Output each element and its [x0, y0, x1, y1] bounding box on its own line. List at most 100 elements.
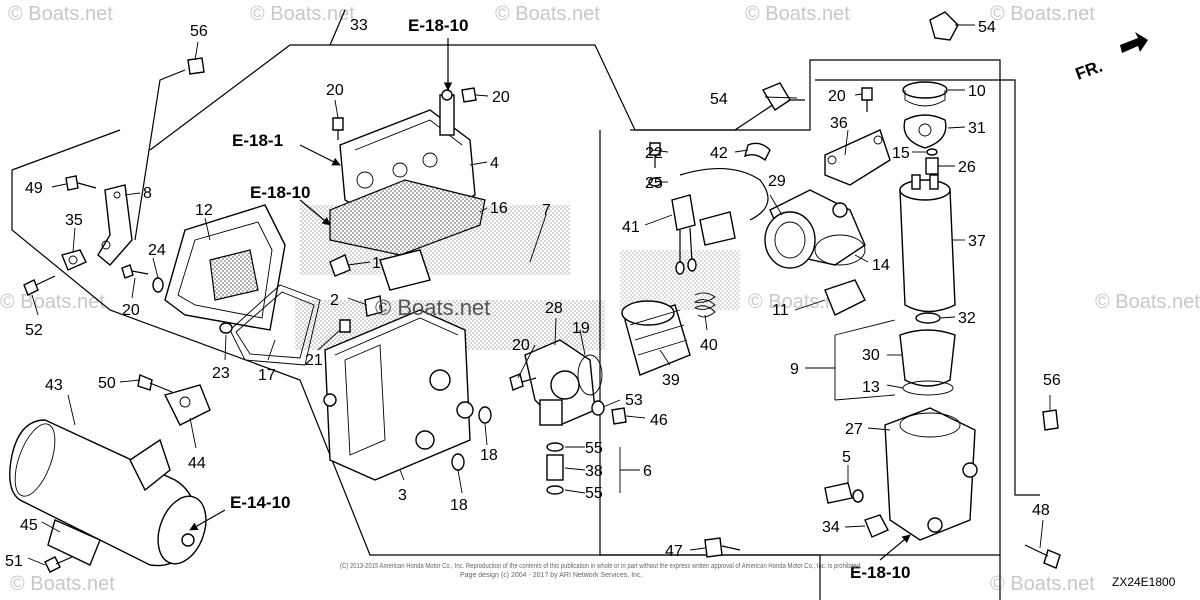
svg-text:© Boats.net: © Boats.net: [250, 3, 355, 25]
label-7: 7: [542, 202, 551, 219]
ref-e1410: E-14-10: [230, 493, 290, 512]
svg-text:© Boats.net: © Boats.net: [990, 3, 1095, 25]
fitting-34: [864, 514, 889, 538]
fuel-pump-37: [899, 174, 956, 313]
bolt-47: [704, 537, 741, 558]
reference-callouts: E-18-10 E-18-1 E-18-10 E-14-10 E-18-10: [230, 16, 910, 582]
label-27: 27: [845, 421, 863, 438]
label-25: 25: [645, 175, 663, 192]
label-44: 44: [188, 455, 206, 472]
label-13: 13: [862, 379, 880, 396]
base-27: [884, 407, 978, 541]
leader-lines: [27, 24, 1051, 566]
label-47: 47: [665, 543, 683, 560]
fuel-filter-canister: [9, 419, 207, 567]
label-56-left: 56: [190, 23, 208, 40]
washer-24: [152, 277, 164, 293]
ref-arrow-e181: [299, 144, 341, 166]
fitting-5: [824, 482, 864, 504]
label-35: 35: [65, 212, 83, 229]
diagram-code: ZX24E1800: [1112, 575, 1176, 589]
ref-e181: E-18-1: [232, 131, 283, 150]
dowel-23: [219, 322, 233, 334]
svg-text:© Boats.net: © Boats.net: [0, 291, 105, 313]
grommet-54-upper: [929, 11, 959, 41]
seal-32: [915, 312, 941, 324]
label-48: 48: [1032, 502, 1050, 519]
svg-text:© Boats.net: © Boats.net: [990, 573, 1095, 595]
bolt-20-left: [121, 264, 149, 279]
bolt-50: [137, 374, 173, 393]
ref-e1810-mid: E-18-10: [250, 183, 310, 202]
bolt-48: [1024, 544, 1061, 569]
label-55-upper: 55: [585, 440, 603, 457]
label-45: 45: [20, 517, 38, 534]
label-8: 8: [143, 185, 152, 202]
filter-39: [621, 300, 691, 376]
sensor-41: [671, 168, 769, 275]
label-11: 11: [772, 302, 789, 319]
label-55-lower: 55: [585, 485, 603, 502]
label-40: 40: [700, 337, 718, 354]
float-1: [379, 249, 431, 291]
label-38: 38: [585, 463, 603, 480]
label-20-right: 20: [492, 89, 510, 106]
label-42: 42: [710, 145, 728, 162]
label-39: 39: [662, 372, 680, 389]
front-direction-icon: FR.: [1073, 32, 1148, 84]
label-51: 51: [5, 553, 23, 570]
bolt-20-right-top: [461, 87, 477, 103]
ref-arrow-e1810-mid: [299, 199, 331, 226]
bolt-49: [65, 175, 97, 191]
oring-14: [814, 234, 866, 266]
label-10: 10: [968, 83, 986, 100]
label-56-right: 56: [1043, 372, 1061, 389]
label-32: 32: [958, 310, 976, 327]
label-53: 53: [625, 392, 643, 409]
label-20-pump: 20: [828, 88, 846, 105]
copyright-line-1: (C) 2013-2015 American Honda Motor Co., …: [340, 563, 860, 570]
clip-42: [743, 142, 771, 162]
label-1: 1: [372, 255, 381, 272]
label-9: 9: [790, 361, 799, 378]
label-5: 5: [842, 449, 851, 466]
fitting-53-46: [591, 400, 627, 425]
bolt-20-top: [332, 117, 344, 140]
label-52: 52: [25, 322, 43, 339]
label-12: 12: [195, 202, 213, 219]
gasket-16: [329, 179, 486, 256]
regulator-28: [524, 339, 596, 426]
ref-arrow-e1410: [189, 509, 226, 531]
label-6: 6: [643, 463, 652, 480]
label-4: 4: [490, 155, 499, 172]
copyright-line-2: Page design (c) 2004 - 2017 by ARI Netwo…: [460, 572, 643, 579]
label-43: 43: [45, 377, 63, 394]
screw-21: [339, 319, 351, 333]
watermarks: © Boats.net © Boats.net © Boats.net © Bo…: [0, 3, 1200, 595]
label-2: 2: [330, 292, 339, 309]
gasket-17: [229, 284, 321, 366]
label-15: 15: [892, 145, 910, 162]
center-watermark: © Boats.net: [375, 295, 490, 320]
bracket-44: [163, 384, 211, 426]
svg-text:© Boats.net: © Boats.net: [745, 3, 850, 25]
label-29: 29: [768, 173, 786, 190]
label-21: 21: [305, 352, 323, 369]
needle-2: [329, 254, 383, 317]
label-31: 31: [968, 120, 986, 137]
label-22: 22: [645, 145, 663, 162]
bolt-20-pump: [861, 87, 873, 112]
label-36: 36: [830, 115, 848, 132]
label-33: 33: [350, 17, 368, 34]
svg-text:© Boats.net: © Boats.net: [10, 573, 115, 595]
label-49: 49: [25, 180, 43, 197]
label-46: 46: [650, 412, 668, 429]
label-28: 28: [545, 300, 563, 317]
grommet-56-right: [1042, 409, 1059, 431]
label-14: 14: [872, 257, 890, 274]
ref-e1810-bottom: E-18-10: [850, 563, 910, 582]
pin-26-15: [925, 148, 939, 175]
svg-text:© Boats.net: © Boats.net: [8, 3, 113, 25]
label-20-top: 20: [326, 82, 344, 99]
label-16: 16: [490, 200, 508, 217]
